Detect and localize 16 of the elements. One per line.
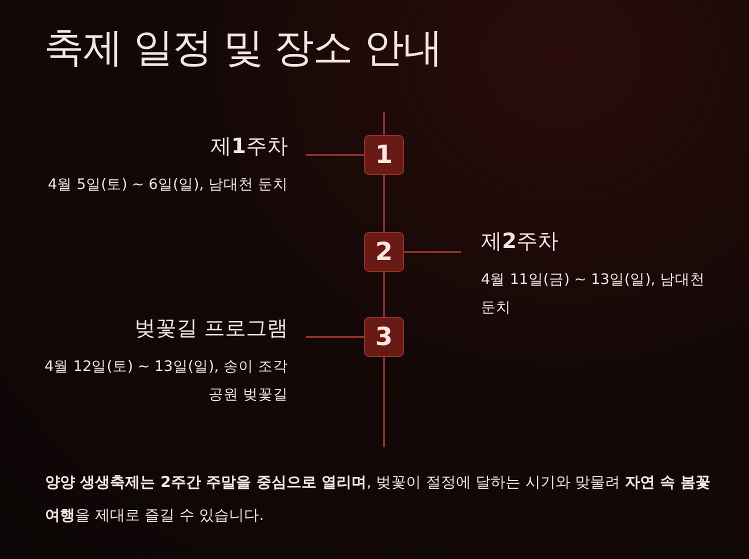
- schedule-text: 4월 5일(토) ~ 6일(일), 남대천 둔치: [46, 176, 288, 195]
- caption: 양양 생생축제는 2주간 주말을 중심으로 열리며, 벚꽃이 절정에 달하는 시기와 맞물려 자연 속 봄꽃 여행을 제대로 즐길 수 있습니다.: [45, 472, 712, 526]
- week-heading: 제1주차: [209, 133, 288, 160]
- schedule-text: 4월 11일(금) ~ 13일(일), 남대천 둔치: [481, 271, 706, 318]
- timeline-line: [383, 272, 385, 317]
- week-heading: 벚꽃길 프로그램: [133, 315, 288, 342]
- number-badge: 2: [364, 232, 404, 272]
- number-badge: 3: [364, 317, 404, 357]
- number-badge: 1: [364, 135, 404, 175]
- connector-line: [306, 336, 364, 338]
- week-heading: 제2주차: [481, 228, 560, 255]
- timeline-line: [383, 175, 385, 232]
- connector-line: [404, 251, 461, 253]
- title: 축제 일정 및 장소 안내: [44, 24, 442, 73]
- schedule-text: 4월 12일(토) ~ 13일(일), 송이 조각공원 벚꽃길: [43, 358, 288, 405]
- connector-line: [306, 154, 364, 156]
